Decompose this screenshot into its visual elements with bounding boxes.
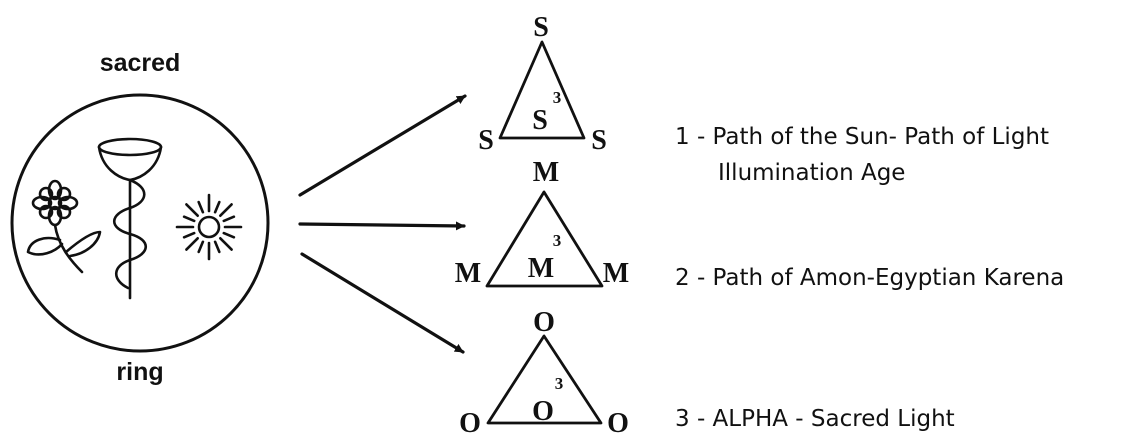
triangle-right-letter: M — [603, 258, 629, 289]
sun-ray — [222, 231, 236, 239]
arrow-to-amon-triangle — [298, 221, 466, 231]
amon-triangle: M M M M 3 — [455, 157, 629, 289]
triangle-top-letter: S — [533, 12, 549, 43]
sun-ray — [213, 240, 221, 254]
sun-ray — [219, 237, 233, 251]
triangle-center-letter: S — [532, 105, 548, 136]
sun-ray — [219, 203, 233, 217]
ring-top-label: sacred — [100, 49, 181, 77]
triangle-left-letter: S — [478, 125, 494, 156]
sun-ray — [182, 215, 196, 223]
path-1-subtitle: Illumination Age — [718, 160, 905, 186]
triangle-right-letter: S — [591, 125, 607, 156]
triangle-top-letter: M — [533, 157, 559, 188]
ring-bottom-label: ring — [116, 358, 163, 386]
sun-ray — [222, 215, 236, 223]
triangle-left-letter: M — [455, 258, 481, 289]
sun-ray — [197, 200, 205, 214]
arrow-to-alpha-triangle — [300, 252, 465, 354]
path-3-title: 3 - ALPHA - Sacred Light — [675, 406, 955, 432]
chalice-serpent-icon — [97, 137, 163, 300]
sun-icon — [175, 193, 243, 261]
arrow-to-sun-triangle — [298, 94, 467, 197]
sun-ray — [185, 203, 199, 217]
alpha-triangle: O O O O 3 — [459, 307, 629, 434]
sun-ray — [213, 200, 221, 214]
triangle-right-letter: O — [607, 408, 629, 434]
sun-triangle: S S S S 3 — [478, 12, 607, 156]
triangle-exponent: 3 — [555, 374, 564, 393]
sun-ray — [197, 240, 205, 254]
triangle-center-letter: M — [528, 253, 554, 284]
triangle-center-letter: O — [532, 396, 554, 427]
triangle-left-letter: O — [459, 408, 481, 434]
flower-icon — [26, 179, 102, 274]
triangle-top-letter: O — [533, 307, 555, 338]
sacred-ring-circle — [10, 93, 270, 353]
path-2-title: 2 - Path of Amon-Egyptian Karena — [675, 265, 1064, 291]
triangle-exponent: 3 — [553, 231, 562, 250]
triangle-exponent: 3 — [553, 88, 562, 107]
path-1-title: 1 - Path of the Sun- Path of Light — [675, 124, 1049, 150]
sun-ray — [185, 237, 199, 251]
sun-ray — [182, 231, 196, 239]
